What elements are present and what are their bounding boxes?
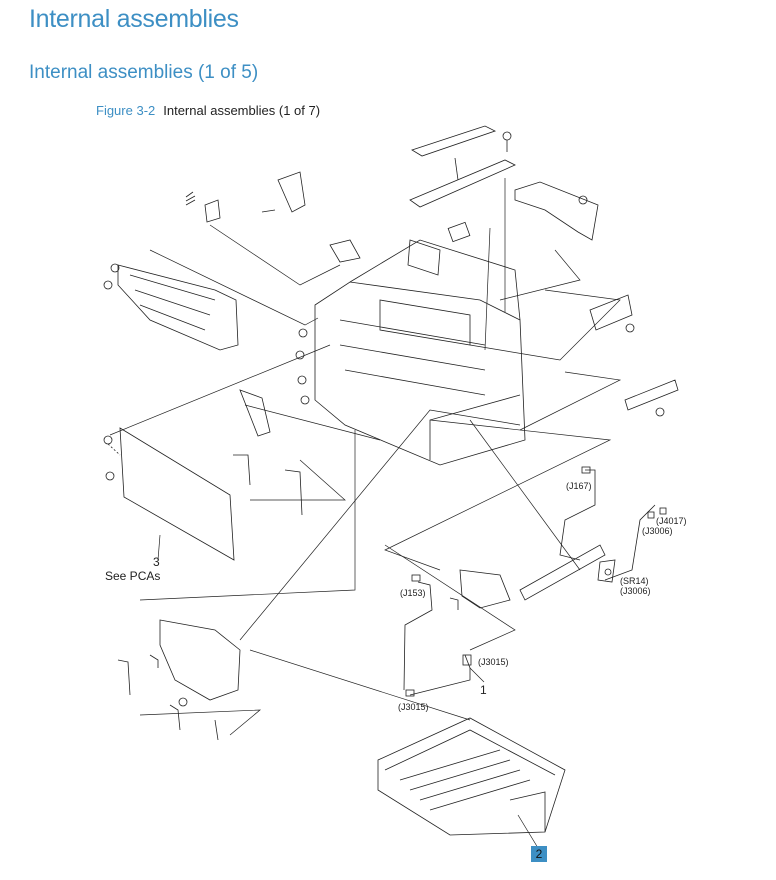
leader-lines xyxy=(109,178,622,849)
callout-note: See PCAs xyxy=(105,569,160,583)
callout-highlight-badge: 2 xyxy=(531,846,547,862)
connector-label: (J3006) xyxy=(620,586,651,596)
callout-number: 3 xyxy=(153,555,160,569)
connector-label: (J4017) xyxy=(656,516,687,526)
left-frame-part xyxy=(103,263,239,351)
pca-panel-part xyxy=(103,427,235,561)
lever-part xyxy=(233,389,303,516)
plate-part xyxy=(447,221,471,243)
right-bracket-part xyxy=(589,294,679,417)
figure-caption: Figure 3-2 Internal assemblies (1 of 7) xyxy=(96,103,320,118)
tray-part xyxy=(377,717,566,836)
page-title: Internal assemblies xyxy=(29,5,239,33)
gear-assembly-part xyxy=(449,544,616,610)
connector-label: (J3015) xyxy=(478,657,509,667)
connector-label: (J167) xyxy=(566,481,592,491)
cable-harness-part xyxy=(403,466,667,697)
figure-number: Figure 3-2 xyxy=(96,103,156,118)
lower-left-assembly-part xyxy=(117,619,241,741)
figure-title: Internal assemblies (1 of 7) xyxy=(163,103,321,118)
hinge-part xyxy=(185,171,306,223)
screw-part xyxy=(502,131,512,152)
right-cover-part xyxy=(514,181,599,241)
section-heading: Internal assemblies (1 of 5) xyxy=(29,62,259,83)
callout-number: 1 xyxy=(480,683,487,697)
connector-label: (J153) xyxy=(400,588,426,598)
connector-label: (J3006) xyxy=(642,526,673,536)
top-rail-part xyxy=(409,125,516,208)
main-chassis-part xyxy=(295,239,526,466)
connector-label: (SR14) xyxy=(620,576,649,586)
connector-label: (J3015) xyxy=(398,702,429,712)
